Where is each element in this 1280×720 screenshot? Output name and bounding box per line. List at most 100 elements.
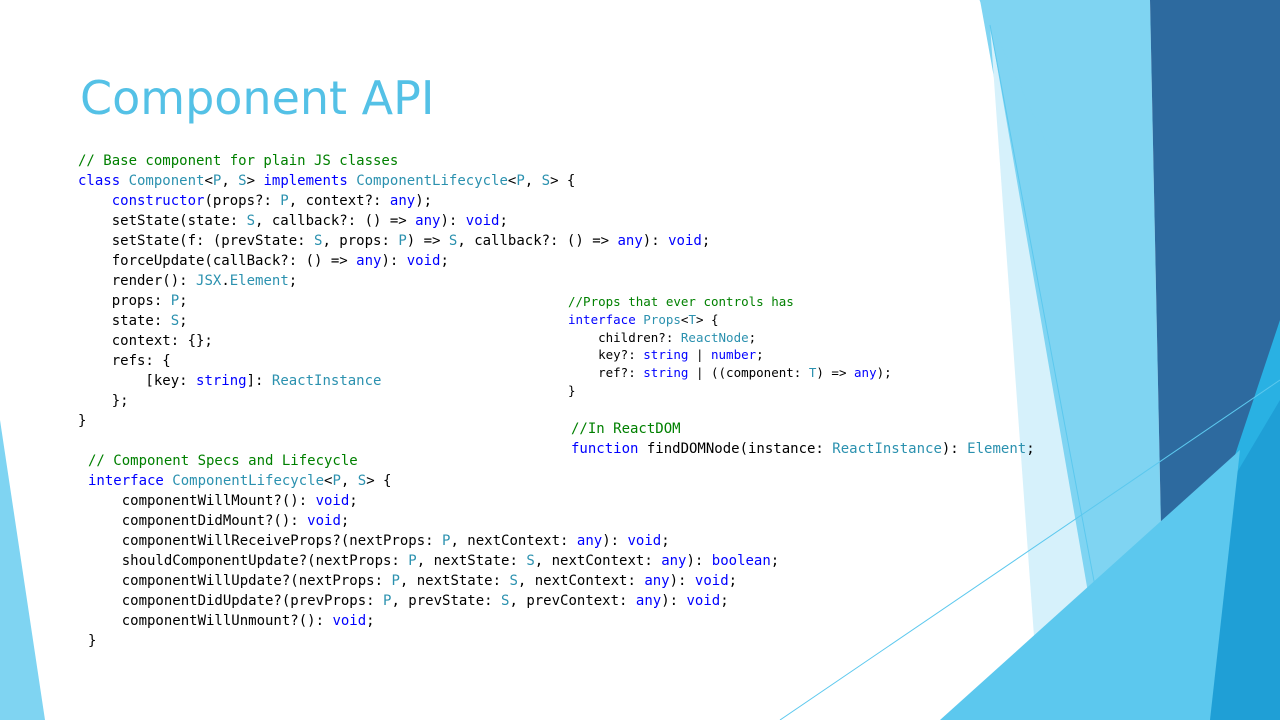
code-token: componentDidUpdate?(prevProps: bbox=[88, 593, 384, 609]
code-line: //In ReactDOM bbox=[571, 419, 1035, 439]
code-token: , context?: bbox=[288, 193, 390, 209]
code-token: any bbox=[356, 253, 382, 269]
code-token: , bbox=[524, 173, 542, 189]
code-token: > { bbox=[550, 173, 576, 189]
code-token: any bbox=[644, 573, 670, 589]
code-token: ReactNode bbox=[680, 329, 749, 345]
code-token: string bbox=[643, 347, 689, 363]
code-token: ; bbox=[349, 493, 358, 509]
code-token: ReactInstance bbox=[832, 441, 942, 457]
code-token: ; bbox=[179, 313, 188, 329]
code-token: }; bbox=[78, 393, 129, 409]
code-token: ): bbox=[642, 233, 669, 249]
code-token: | bbox=[688, 347, 711, 363]
code-line: } bbox=[78, 411, 710, 431]
code-token: < bbox=[680, 311, 689, 327]
code-token: ReactInstance bbox=[271, 373, 382, 389]
code-token: , callback?: () => bbox=[457, 233, 618, 249]
code-line: // Component Specs and Lifecycle bbox=[88, 451, 779, 471]
code-line: refs: { bbox=[78, 351, 710, 371]
code-token: P bbox=[516, 173, 525, 189]
code-token: ]: bbox=[246, 373, 272, 389]
code-token: ; bbox=[1026, 441, 1035, 457]
code-token: componentWillUpdate?(nextProps: bbox=[88, 573, 392, 589]
code-line: function findDOMNode(instance: ReactInst… bbox=[571, 439, 1035, 459]
code-token: ) => bbox=[816, 365, 855, 381]
accent-facet-1 bbox=[980, 0, 1165, 720]
code-token: S bbox=[314, 233, 323, 249]
code-token: > { bbox=[695, 311, 719, 327]
code-token: ; bbox=[770, 553, 780, 569]
code-token: any bbox=[635, 593, 662, 609]
accent-line-3 bbox=[979, 0, 1051, 151]
code-token: void bbox=[668, 233, 702, 249]
code-line: ref?: string | ((component: T) => any); bbox=[568, 364, 892, 382]
code-token: , prevContext: bbox=[509, 593, 636, 609]
code-token: interface bbox=[88, 473, 173, 489]
code-token: ; bbox=[748, 329, 757, 345]
code-token: , prevState: bbox=[391, 593, 502, 609]
code-token: ): bbox=[686, 553, 712, 569]
code-token: ; bbox=[701, 233, 711, 249]
code-token: function bbox=[571, 441, 647, 457]
code-token: key?: bbox=[568, 347, 644, 363]
code-token: P bbox=[398, 233, 407, 249]
code-token: any bbox=[661, 553, 687, 569]
code-token: context: {}; bbox=[78, 333, 213, 349]
code-token: ; bbox=[340, 513, 350, 529]
code-token: ; bbox=[366, 613, 375, 629]
slide-title: Component API bbox=[80, 71, 435, 125]
code-token: render(): bbox=[78, 273, 197, 289]
code-token: ): bbox=[381, 253, 407, 269]
code-token: any bbox=[389, 193, 416, 209]
code-token: [key: bbox=[78, 373, 197, 389]
code-token: P bbox=[212, 173, 222, 189]
code-token: implements bbox=[263, 173, 357, 189]
code-token: void bbox=[307, 513, 341, 529]
code-line: shouldComponentUpdate?(nextProps: P, nex… bbox=[88, 551, 780, 571]
code-token: string bbox=[196, 373, 247, 389]
code-line: componentWillReceiveProps?(nextProps: P,… bbox=[88, 531, 779, 551]
code-token: , nextContext: bbox=[517, 573, 645, 589]
code-token: ComponentLifecycle bbox=[356, 173, 508, 189]
code-token: ): bbox=[602, 533, 628, 549]
code-token: any bbox=[854, 365, 877, 381]
code-token: JSX bbox=[196, 273, 222, 289]
code-token: constructor bbox=[111, 193, 205, 209]
code-token: ; bbox=[179, 293, 188, 309]
code-token: ComponentLifecycle bbox=[172, 473, 325, 489]
code-line: setState(state: S, callback?: () => any)… bbox=[78, 211, 710, 231]
code-token: , bbox=[221, 173, 239, 189]
code-line: props: P; bbox=[78, 291, 710, 311]
code-token: setState(state: bbox=[78, 213, 247, 229]
code-token: > { bbox=[366, 473, 392, 489]
code-token: interface bbox=[568, 311, 644, 327]
code-block-lifecycle-interface: // Component Specs and Lifecycle interfac… bbox=[88, 451, 779, 651]
code-token: ; bbox=[440, 253, 449, 269]
code-token: (props?: bbox=[204, 193, 281, 209]
code-token: refs: { bbox=[78, 353, 171, 369]
code-token: findDOMNode(instance: bbox=[646, 441, 833, 457]
code-token: children?: bbox=[568, 329, 681, 345]
code-token: Component bbox=[128, 173, 205, 189]
code-token: void bbox=[332, 613, 367, 629]
code-token: componentWillReceiveProps?(nextProps: bbox=[88, 533, 443, 549]
code-token: S bbox=[448, 233, 458, 249]
code-line: constructor(props?: P, context?: any); bbox=[78, 191, 710, 211]
accent-facet-6 bbox=[940, 450, 1240, 720]
code-token: ; bbox=[499, 213, 508, 229]
code-line: class Component<P, S> implements Compone… bbox=[78, 171, 710, 191]
code-token: P bbox=[280, 193, 289, 209]
code-token: void bbox=[694, 573, 729, 589]
code-token: // Base component for plain JS classes bbox=[78, 153, 399, 169]
code-token: ); bbox=[415, 193, 433, 209]
code-token: ; bbox=[288, 273, 298, 289]
code-token: < bbox=[204, 173, 213, 189]
code-token: ): bbox=[661, 593, 687, 609]
code-line: setState(f: (prevState: S, props: P) => … bbox=[78, 231, 711, 251]
code-token: S bbox=[246, 213, 256, 229]
code-token: , nextContext: bbox=[450, 533, 577, 549]
code-token: S bbox=[238, 173, 247, 189]
code-line: context: {}; bbox=[78, 331, 710, 351]
